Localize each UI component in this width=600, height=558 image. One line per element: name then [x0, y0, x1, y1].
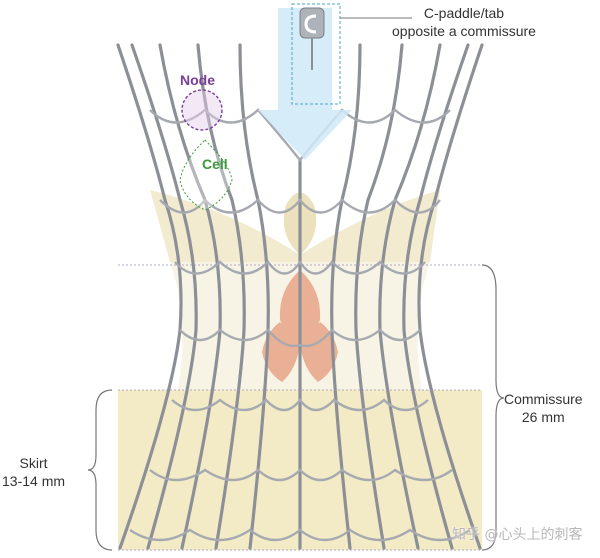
- highlight-cells: [262, 270, 338, 382]
- skirt-label: Skirt 13-14 mm: [2, 454, 65, 490]
- commissure-bracket: [481, 264, 505, 551]
- node-marker: [181, 89, 223, 131]
- reference-lines: [118, 264, 482, 551]
- highlight-cell: [262, 322, 300, 382]
- cell-marker: [179, 139, 233, 211]
- c-paddle-arrow: [258, 3, 352, 160]
- frame-cells: [129, 108, 471, 542]
- commissure-label: Commissure 26 mm: [504, 390, 583, 426]
- commissure-label-line1: Commissure: [504, 391, 583, 407]
- skirt-label-line2: 13-14 mm: [2, 473, 66, 489]
- paddle-label-line1: C-paddle/tab: [423, 5, 505, 21]
- paddle-label-line2: opposite a commissure: [392, 23, 536, 39]
- paddle-label: C-paddle/tab opposite a commissure: [392, 4, 536, 40]
- watermark-text: 知乎 @心头上的刺客: [452, 527, 583, 543]
- node-label: Node: [180, 72, 215, 88]
- commissure-label-line2: 26 mm: [521, 409, 565, 425]
- highlight-cell: [300, 322, 338, 382]
- leaflet-membrane: [150, 190, 440, 262]
- cell-label: Cell: [202, 156, 228, 172]
- skirt-bracket: [87, 389, 113, 551]
- skirt-label-line1: Skirt: [19, 455, 48, 471]
